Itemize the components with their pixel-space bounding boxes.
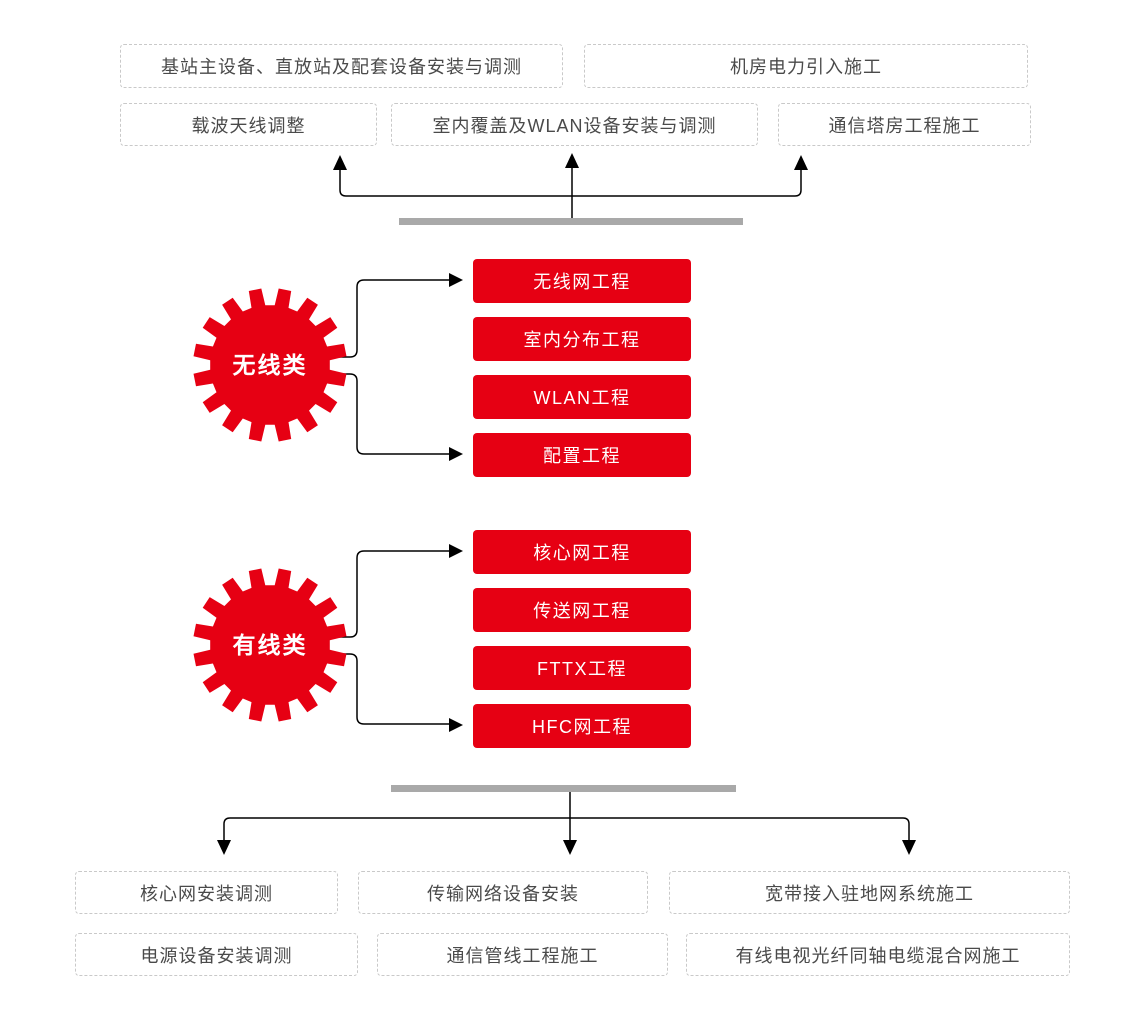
node-core-install-test: 核心网安装调测 bbox=[75, 871, 338, 914]
top-divider-bar bbox=[399, 218, 743, 225]
wired-line-top bbox=[300, 550, 450, 638]
gear-label-wired: 有线类 bbox=[232, 632, 308, 658]
arrow-up-icon bbox=[794, 155, 808, 170]
arrow-down-icon bbox=[563, 840, 577, 855]
bottom-bracket-line bbox=[223, 817, 910, 840]
wired-arrowheads bbox=[449, 544, 463, 732]
gear-label-wireless: 无线类 bbox=[232, 352, 308, 378]
top-connector bbox=[339, 166, 802, 218]
node-power-intro: 机房电力引入施工 bbox=[584, 44, 1028, 88]
node-wlan-project: WLAN工程 bbox=[473, 375, 691, 419]
bottom-arrowheads bbox=[217, 840, 916, 855]
node-broadband-access: 宽带接入驻地网系统施工 bbox=[669, 871, 1070, 914]
arrow-up-icon bbox=[565, 153, 579, 168]
arrow-right-icon bbox=[449, 718, 463, 732]
node-fttx-project: FTTX工程 bbox=[473, 646, 691, 690]
node-carrier-antenna: 载波天线调整 bbox=[120, 103, 377, 146]
arrow-down-icon bbox=[902, 840, 916, 855]
arrow-right-icon bbox=[449, 273, 463, 287]
top-arrowheads bbox=[333, 153, 808, 170]
arrow-up-icon bbox=[333, 155, 347, 170]
top-bracket-line bbox=[339, 170, 802, 197]
wireless-line-bottom bbox=[300, 373, 450, 455]
node-catv-hybrid-network: 有线电视光纤同轴电缆混合网施工 bbox=[686, 933, 1070, 976]
node-transmission-equipment-install: 传输网络设备安装 bbox=[358, 871, 648, 914]
node-transmission-network: 传送网工程 bbox=[473, 588, 691, 632]
node-core-network: 核心网工程 bbox=[473, 530, 691, 574]
wired-line-bottom bbox=[300, 653, 450, 725]
wireless-line-top bbox=[300, 279, 450, 358]
arrow-right-icon bbox=[449, 544, 463, 558]
node-indoor-wlan-install: 室内覆盖及WLAN设备安装与调测 bbox=[391, 103, 758, 146]
node-pipeline-construction: 通信管线工程施工 bbox=[377, 933, 668, 976]
bottom-divider-bar bbox=[391, 785, 736, 792]
wireless-arrowheads bbox=[449, 273, 463, 461]
node-indoor-distribution: 室内分布工程 bbox=[473, 317, 691, 361]
node-hfc-network: HFC网工程 bbox=[473, 704, 691, 748]
node-wireless-network: 无线网工程 bbox=[473, 259, 691, 303]
node-power-equipment-install: 电源设备安装调测 bbox=[75, 933, 358, 976]
arrow-down-icon bbox=[217, 840, 231, 855]
node-base-station-equipment: 基站主设备、直放站及配套设备安装与调测 bbox=[120, 44, 563, 88]
arrow-right-icon bbox=[449, 447, 463, 461]
node-configuration-project: 配置工程 bbox=[473, 433, 691, 477]
bottom-connector bbox=[223, 792, 910, 840]
node-tower-construction: 通信塔房工程施工 bbox=[778, 103, 1031, 146]
